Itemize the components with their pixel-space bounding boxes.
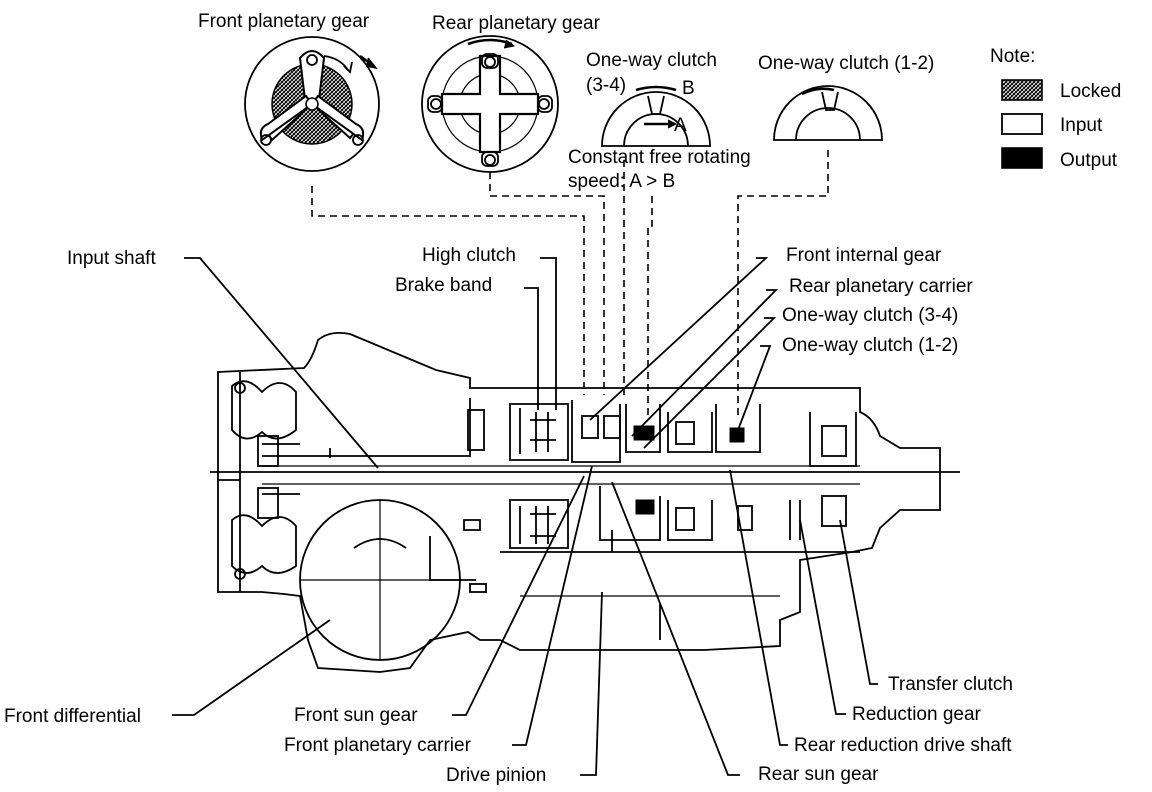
legend-swatch-output: [1001, 147, 1043, 169]
label-high-clutch: High clutch: [422, 245, 516, 266]
rear-planetary-gear-illustration: [421, 35, 559, 173]
owc34-title: One-way clutch: [586, 50, 717, 71]
label-rear-reduction-drive-shaft: Rear reduction drive shaft: [794, 735, 1012, 756]
marker-b: B: [682, 78, 695, 99]
constant-note-line1: Constant free rotating: [568, 147, 751, 168]
one-way-clutch-12-illustration: [773, 85, 883, 141]
label-input-shaft: Input shaft: [67, 248, 156, 269]
label-front-planetary-carrier: Front planetary carrier: [284, 735, 472, 756]
label-front-internal-gear: Front internal gear: [786, 245, 942, 266]
one-way-clutch-34-illustration: [601, 85, 711, 147]
label-front-sun-gear: Front sun gear: [294, 705, 418, 726]
constant-note-line2: speed: A > B: [568, 171, 675, 192]
legend: Note: Locked Input Output: [990, 46, 1121, 171]
label-transfer-clutch: Transfer clutch: [888, 674, 1013, 695]
label-drive-pinion: Drive pinion: [446, 765, 546, 786]
rear-planetary-gear-title: Rear planetary gear: [432, 13, 601, 34]
label-rear-sun-gear: Rear sun gear: [758, 764, 879, 785]
marker-a: A: [674, 115, 687, 136]
owc34-subtitle: (3-4): [586, 75, 626, 96]
label-front-differential: Front differential: [4, 706, 141, 727]
legend-label-output: Output: [1060, 150, 1118, 171]
label-one-way-clutch-12: One-way clutch (1-2): [782, 335, 958, 356]
label-rear-planetary-carrier: Rear planetary carrier: [789, 276, 973, 297]
legend-swatch-input: [1001, 113, 1043, 135]
legend-swatch-locked: [1001, 79, 1043, 101]
front-planetary-gear-title: Front planetary gear: [198, 11, 370, 32]
legend-label-input: Input: [1060, 115, 1103, 136]
label-one-way-clutch-34: One-way clutch (3-4): [782, 305, 958, 326]
callout-leaders: [172, 257, 878, 776]
owc12-title: One-way clutch (1-2): [758, 53, 934, 74]
dashed-leaders: [311, 150, 829, 420]
front-planetary-gear-illustration: [244, 36, 380, 172]
label-reduction-gear: Reduction gear: [852, 704, 982, 725]
transmission-housing: [210, 331, 960, 673]
legend-title: Note:: [990, 46, 1035, 67]
label-brake-band: Brake band: [395, 275, 492, 296]
legend-label-locked: Locked: [1060, 81, 1121, 102]
